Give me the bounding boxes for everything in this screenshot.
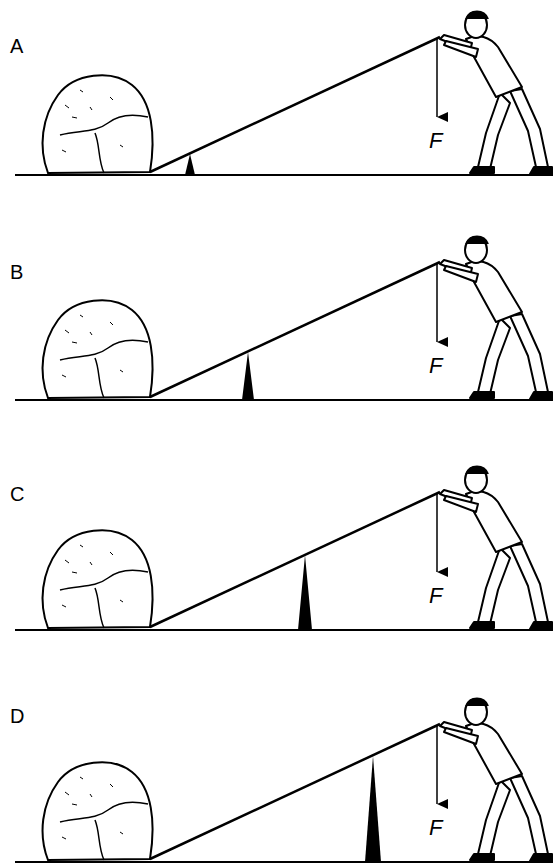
- panel-letter: B: [10, 262, 23, 282]
- panel-letter: C: [10, 484, 24, 504]
- force-label: F: [429, 585, 442, 607]
- panel-letter: D: [10, 706, 24, 726]
- force-label: F: [429, 355, 442, 377]
- panel-letter: A: [10, 36, 23, 56]
- force-label: F: [429, 817, 442, 839]
- force-label: F: [429, 130, 442, 152]
